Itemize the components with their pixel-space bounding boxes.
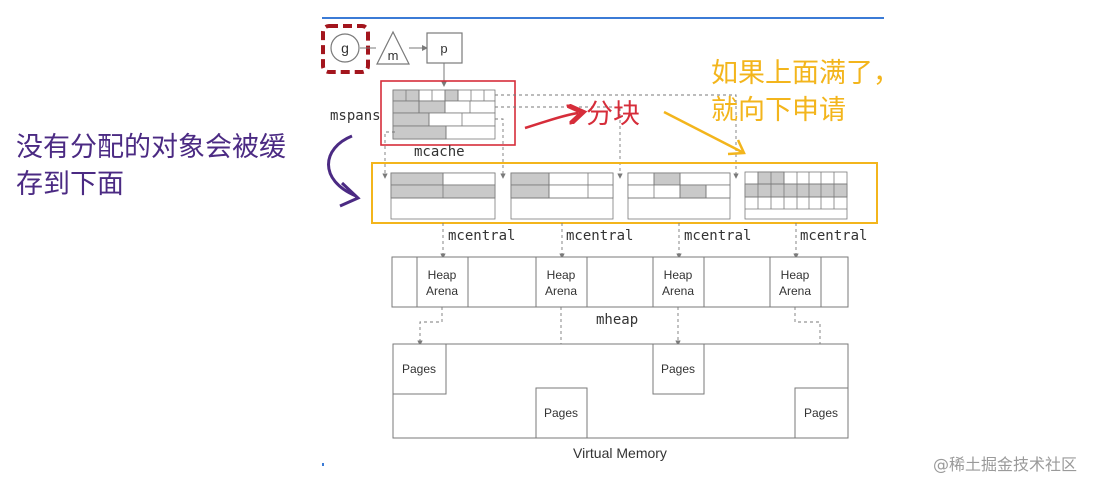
p-label: p [440, 41, 447, 56]
m-node [376, 30, 410, 65]
svg-text:Arena: Arena [662, 284, 694, 298]
left-annotation-line2: 存到下面 [16, 169, 124, 200]
right-annotation-line1: 如果上面满了， [711, 58, 900, 89]
m-label: m [388, 48, 399, 63]
svg-text:Heap: Heap [547, 268, 576, 282]
pages-box-4: Pages [794, 387, 849, 439]
left-annotation-line1: 没有分配的对象会被缓 [16, 132, 286, 163]
virtual-memory-label: Virtual Memory [573, 445, 667, 461]
svg-text:Heap: Heap [428, 268, 457, 282]
mcentral-span-2 [510, 172, 614, 220]
g-node [330, 33, 360, 63]
mcentral-label-3: mcentral [684, 228, 751, 244]
mcache-grid [392, 89, 496, 140]
svg-text:Heap: Heap [664, 268, 693, 282]
svg-text:Heap: Heap [781, 268, 810, 282]
mcache-label: mcache [414, 144, 465, 160]
g-label: g [341, 40, 349, 56]
mcentral-span-4 [744, 171, 848, 220]
heap-arena-4: Heap Arena [769, 256, 822, 308]
right-annotation-line2: 就向下申请 [711, 95, 846, 126]
svg-text:Pages: Pages [804, 406, 838, 420]
g-highlight-box [321, 24, 370, 74]
pages-box-2: Pages [535, 387, 588, 439]
pages-box-1: Pages [392, 343, 447, 395]
red-split-arrow [524, 113, 578, 130]
heap-arena-3: Heap Arena [652, 256, 705, 308]
svg-text:Pages: Pages [544, 406, 578, 420]
mcentral-highlight-box [371, 162, 878, 224]
virtual-memory-box [392, 343, 849, 439]
svg-text:Pages: Pages [402, 362, 436, 376]
mcentral-span-3 [627, 172, 731, 220]
yellow-arrow [663, 110, 743, 154]
blue-dot [322, 463, 324, 466]
svg-text:Arena: Arena [779, 284, 811, 298]
mcache-to-mcentral-connectors [382, 94, 739, 179]
mcentral-span-1 [390, 172, 496, 220]
heap-arena-1: Heap Arena [416, 256, 469, 308]
mcentral-label-4: mcentral [800, 228, 867, 244]
mcentral-label-2: mcentral [566, 228, 633, 244]
split-annotation: 分块 [586, 99, 640, 130]
heap-arena-2: Heap Arena [535, 256, 588, 308]
mspans-label: mspans [330, 108, 381, 124]
svg-text:Arena: Arena [426, 284, 458, 298]
watermark-text: @稀土掘金技术社区 [933, 455, 1077, 474]
svg-text:Pages: Pages [661, 362, 695, 376]
mheap-label: mheap [596, 312, 638, 328]
mcache-highlight-box [380, 80, 516, 146]
svg-text:Arena: Arena [545, 284, 577, 298]
pages-box-3: Pages [652, 343, 705, 395]
mcentral-label-1: mcentral [448, 228, 515, 244]
purple-curved-arrow [327, 134, 357, 198]
